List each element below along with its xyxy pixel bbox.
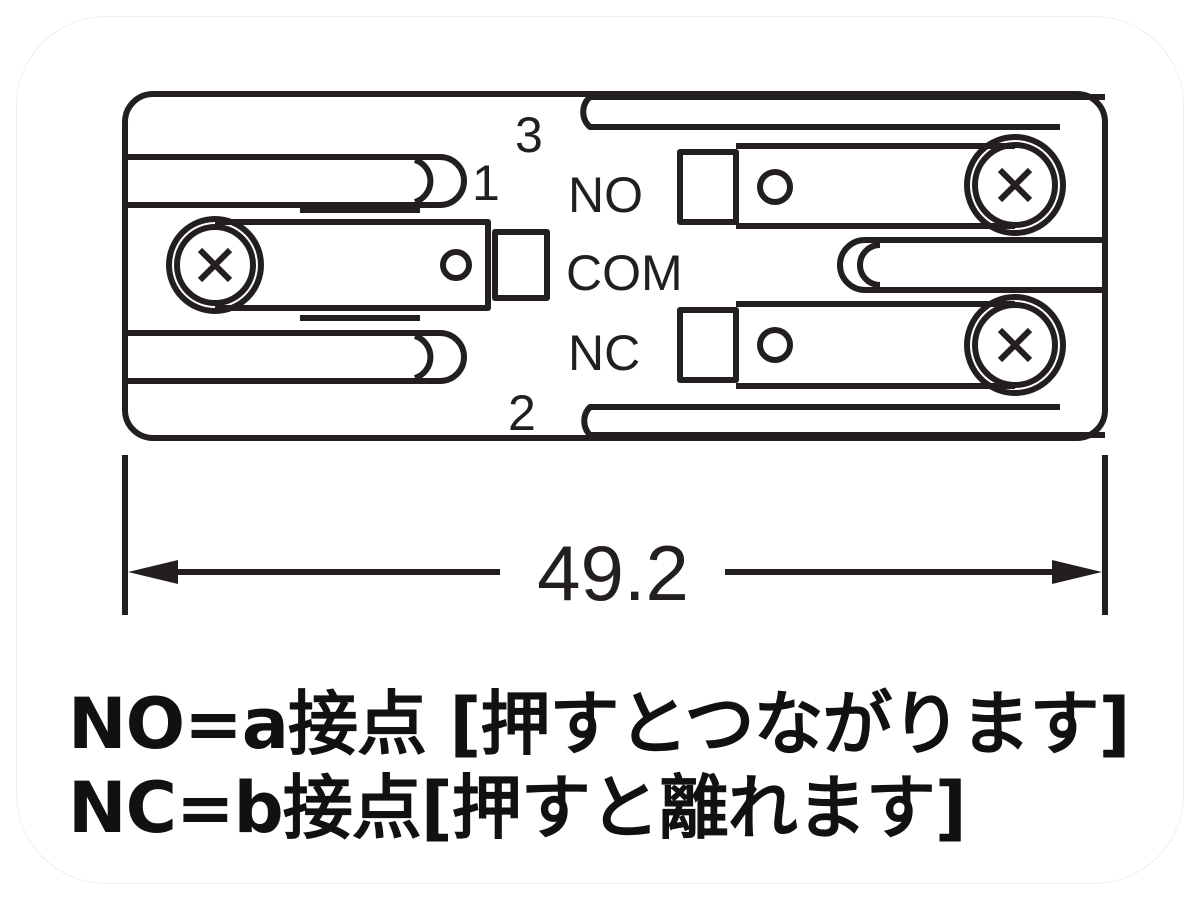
nc-contact bbox=[677, 307, 739, 383]
nc-label: NC bbox=[568, 325, 640, 381]
dimension-value: 49.2 bbox=[537, 529, 689, 617]
com-screw-cross-icon bbox=[197, 247, 233, 283]
dimension-arrow-left-icon bbox=[128, 560, 178, 584]
no-screw-cross-icon bbox=[997, 167, 1033, 203]
com-screw bbox=[166, 216, 264, 314]
com-label: COM bbox=[566, 245, 683, 301]
nc-screw-inner bbox=[972, 302, 1058, 388]
nc-hole bbox=[757, 327, 793, 363]
left-bottom-rail-edge bbox=[413, 333, 434, 381]
no-terminal-tab bbox=[736, 143, 1015, 229]
nc-screw bbox=[964, 294, 1066, 396]
right-top-rail bbox=[580, 94, 1105, 130]
com-screw-inner bbox=[174, 224, 256, 306]
com-terminal-tab bbox=[215, 219, 491, 311]
right-middle-rail-edge bbox=[857, 242, 881, 288]
left-bottom-rail bbox=[125, 330, 467, 384]
no-screw-inner bbox=[972, 142, 1058, 228]
com-terminal-guides bbox=[300, 207, 420, 321]
no-screw bbox=[964, 134, 1066, 236]
nc-terminal-tab bbox=[736, 301, 1015, 389]
caption-nc-contact: NC=b接点[押すと離れます] bbox=[68, 767, 967, 849]
no-hole bbox=[757, 169, 793, 205]
left-top-rail bbox=[125, 154, 467, 208]
com-contact bbox=[492, 229, 550, 301]
caption-no-contact: NO=a接点 [押すとつながります] bbox=[68, 683, 1131, 765]
card-background bbox=[16, 16, 1184, 884]
nc-screw-cross-icon bbox=[997, 327, 1033, 363]
left-top-rail-edge bbox=[413, 157, 434, 205]
dimension-arrow-right-icon bbox=[1052, 560, 1102, 584]
dimension-extension-lines bbox=[122, 455, 1108, 615]
pin-2-label: 2 bbox=[508, 385, 536, 441]
right-bottom-rail bbox=[581, 404, 1105, 438]
pin-3-label: 3 bbox=[515, 107, 543, 163]
no-label: NO bbox=[568, 167, 643, 223]
pin-1-label: 1 bbox=[472, 155, 500, 211]
com-hole bbox=[440, 249, 472, 281]
right-middle-rail bbox=[837, 237, 1105, 293]
no-contact bbox=[677, 149, 739, 225]
